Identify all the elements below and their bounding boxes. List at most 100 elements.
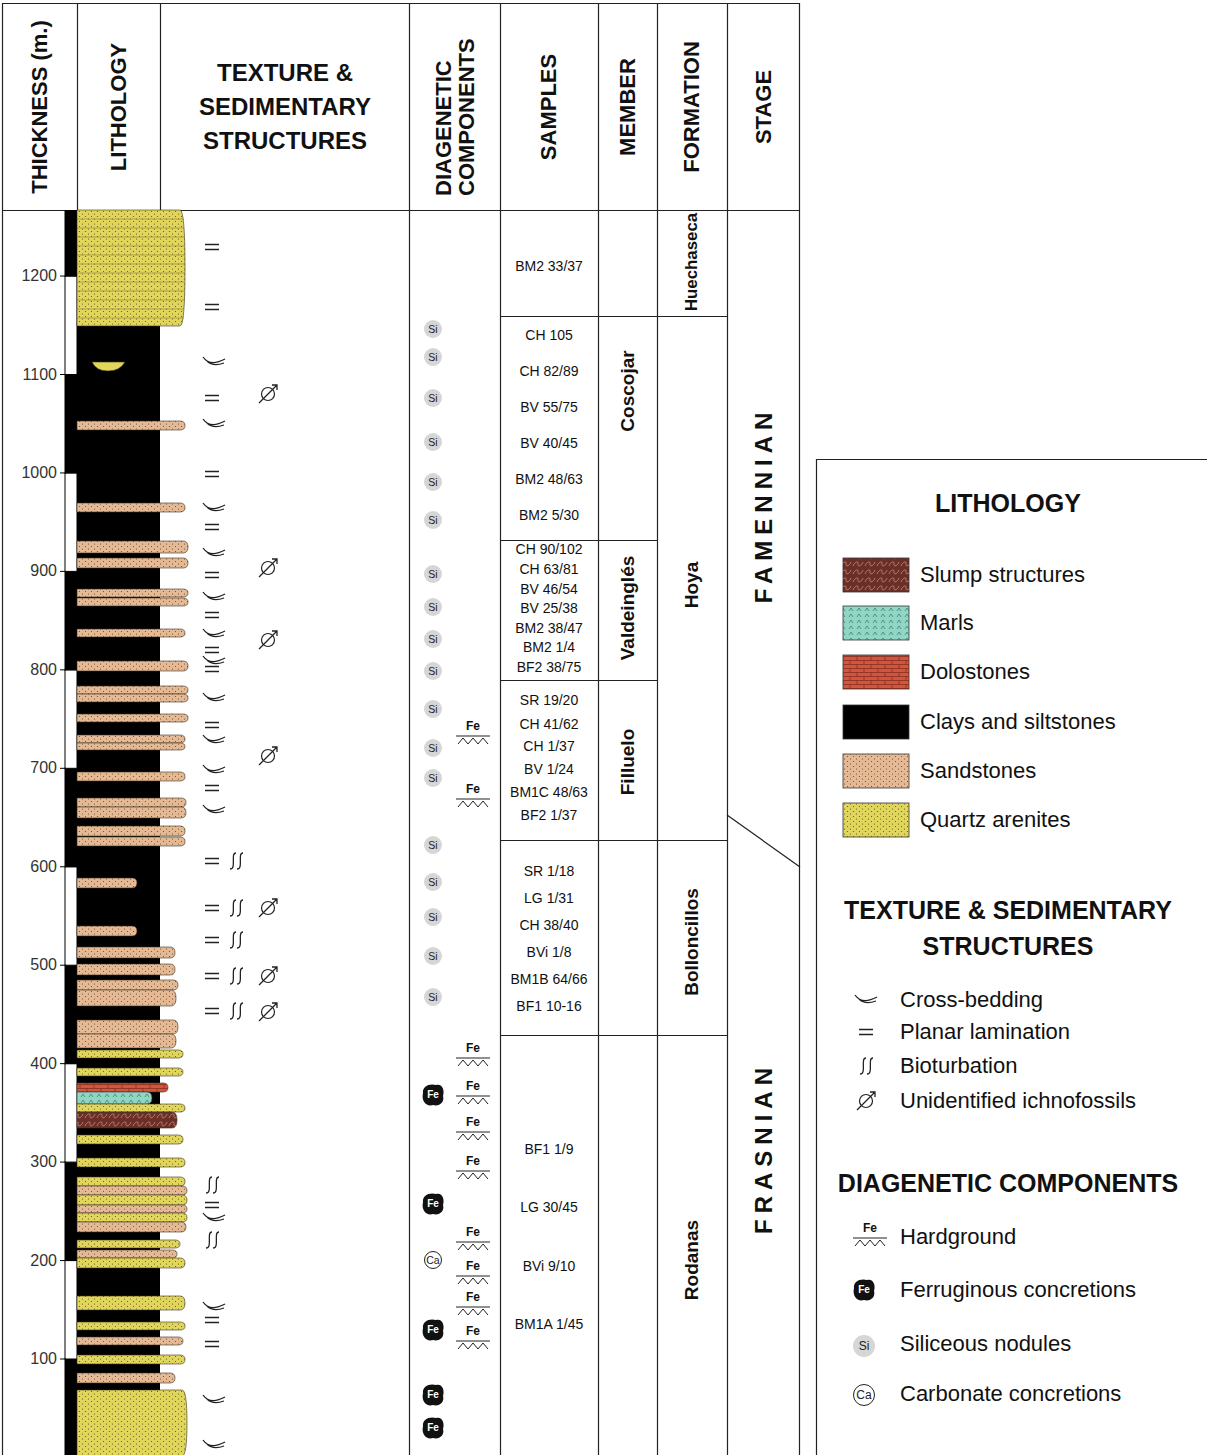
legend-text: Unidentified ichnofossils [900, 1088, 1136, 1114]
legend-text: Sandstones [920, 758, 1036, 784]
bedding-line [77, 300, 184, 301]
hardground-line [456, 1241, 490, 1242]
cell-line [500, 680, 657, 681]
hardground-zigzag [458, 1134, 488, 1140]
ferruginous-concretion [854, 1279, 875, 1300]
stage-cell: FAMENNIAN [727, 210, 800, 815]
siliceous-nodule: Si [424, 769, 442, 787]
legend-swatch-pattern [843, 558, 909, 592]
legend-text: Dolostones [920, 659, 1030, 685]
bed [77, 1222, 186, 1232]
scale-bar-segment [65, 965, 77, 1063]
sample-label: BM2 33/37 [515, 259, 583, 274]
bioturbation-symbol [230, 900, 243, 916]
sample-label: BF1 10-16 [516, 999, 581, 1014]
axis-number: 800 [4, 660, 57, 680]
sample-label: CH 63/81 [519, 562, 578, 577]
bed-pattern [77, 926, 137, 936]
ichnofossil-symbol [259, 747, 277, 765]
hardground-line [456, 735, 490, 736]
scale-bar-segment [65, 867, 77, 965]
hardground-line [456, 1170, 490, 1171]
planar-lamination-symbol [205, 723, 219, 728]
bioturbation-symbol [230, 853, 243, 869]
bed-pattern [77, 1322, 185, 1330]
sample-label: SR 1/18 [524, 864, 575, 879]
bed-pattern [77, 1240, 180, 1248]
member-label: Filluelo [617, 729, 638, 796]
bed-pattern [77, 837, 185, 846]
bed [77, 541, 188, 553]
legend-swatch-pattern [843, 754, 909, 788]
bed-pattern [77, 541, 188, 553]
hardground-zigzag [458, 1343, 488, 1349]
siliceous-nodule: Si [424, 565, 442, 583]
bedding-line [77, 228, 184, 229]
bed [77, 694, 188, 702]
cross-bedding-symbol [203, 357, 225, 365]
bed [77, 629, 185, 637]
sample-label: BF1 1/9 [524, 1142, 573, 1157]
bedding-line [77, 264, 184, 265]
legend-swatch [843, 655, 909, 689]
header-cell: STAGE [727, 3, 800, 210]
bed [77, 1112, 177, 1128]
ichnofossil-symbol [259, 899, 277, 917]
planar-lamination-symbol [205, 1342, 219, 1347]
bed [77, 772, 185, 781]
bed-pattern [77, 1296, 185, 1310]
legend-swatch-pattern [843, 655, 909, 689]
bed-pattern [77, 1205, 187, 1213]
ferruginous-concretion [423, 1193, 444, 1214]
legend-text: Bioturbation [900, 1053, 1017, 1079]
bed-pattern [77, 629, 185, 637]
bed [77, 1092, 152, 1104]
siliceous-nodule: Si [424, 348, 442, 366]
ichnofossil-symbol [259, 385, 277, 403]
siliceous-nodule: Si [424, 630, 442, 648]
formation-cell: Hoya [657, 316, 727, 840]
column-line [160, 3, 161, 210]
axis-tick [60, 1359, 66, 1360]
siliceous-nodule: Si [424, 739, 442, 757]
sample-label: BF2 38/75 [517, 660, 582, 675]
header-label: TEXTURE & SEDIMENTARY STRUCTURES [173, 56, 398, 158]
bed [77, 926, 137, 936]
hardground-line [456, 1275, 490, 1276]
legend-text: Ferruginous concretions [900, 1277, 1136, 1303]
cross-bedding-symbol [203, 656, 225, 664]
sample-label: CH 41/62 [519, 717, 578, 732]
sand-lens [92, 362, 125, 371]
bed [77, 980, 178, 990]
hardground-label: Fe [466, 1116, 480, 1129]
planar-lamination-symbol [205, 648, 219, 653]
bed [77, 1195, 187, 1205]
sample-cell: BM2 33/37 [500, 210, 598, 316]
axis-number: 200 [4, 1251, 57, 1271]
sample-cell: CH 105CH 82/89BV 55/75BV 40/45BM2 48/63B… [500, 316, 598, 540]
planar-lamination-symbol [205, 974, 219, 979]
carbonate-concretion: Ca [424, 1251, 442, 1269]
cell-line [500, 840, 727, 841]
bed-pattern [77, 807, 186, 818]
scale-bar-segment [65, 375, 77, 473]
bed-pattern [77, 1050, 183, 1058]
bed [77, 1186, 187, 1195]
bed-pattern [77, 990, 176, 1006]
legend-swatch [843, 754, 909, 788]
hardground-zigzag [458, 738, 488, 744]
sample-label: BVi 9/10 [523, 1259, 576, 1274]
axis-number: 400 [4, 1054, 57, 1074]
bioturbation-symbol [230, 968, 243, 984]
sample-label: CH 82/89 [519, 364, 578, 379]
bed [77, 1337, 183, 1345]
bed [77, 1355, 185, 1364]
bed [77, 1213, 187, 1222]
bed [77, 798, 186, 807]
scale-bar-segment [65, 768, 77, 866]
bedding-line [77, 291, 184, 292]
siliceous-nodule: Si [424, 908, 442, 926]
planar-lamination-symbol [859, 1030, 873, 1035]
hardground-line [456, 798, 490, 799]
bed-pattern [77, 1337, 183, 1345]
